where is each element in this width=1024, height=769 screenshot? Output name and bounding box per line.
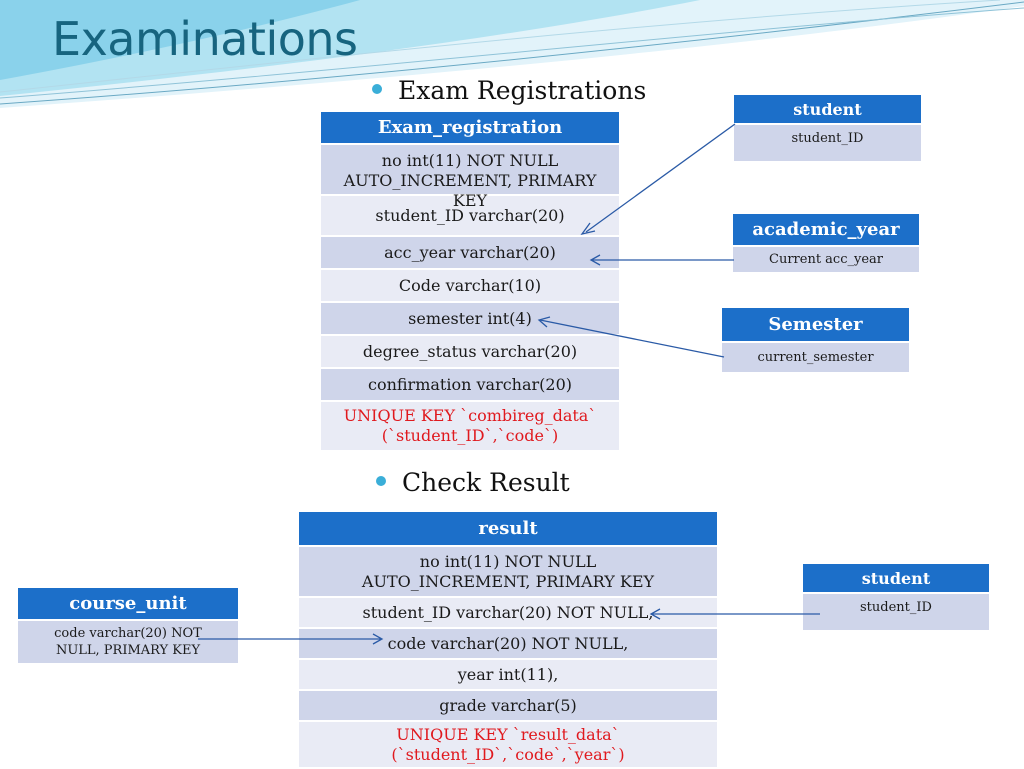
unique-key-row: UNIQUE KEY `result_data` (`student_ID`,`…	[299, 722, 717, 769]
table-row: code varchar(20) NOT NULL,	[299, 629, 717, 660]
bullet-label: Check Result	[402, 468, 570, 497]
result-table: result no int(11) NOT NULL AUTO_INCREMEN…	[299, 512, 717, 769]
table-row: acc_year varchar(20)	[321, 237, 619, 270]
table-header: course_unit	[18, 588, 238, 621]
bullet-label: Exam Registrations	[398, 76, 647, 105]
bullet-dot-icon	[376, 475, 386, 486]
table-header: result	[299, 512, 717, 547]
table-row: student_ID	[803, 594, 989, 632]
table-row: no int(11) NOT NULL AUTO_INCREMENT, PRIM…	[321, 145, 619, 210]
course-unit-table: course_unit code varchar(20) NOT NULL, P…	[18, 588, 238, 665]
table-row: grade varchar(5)	[299, 691, 717, 722]
table-row: Current acc_year	[733, 247, 919, 274]
student-table-bottom: student student_ID	[803, 564, 989, 632]
table-row: semester int(4)	[321, 303, 619, 336]
bullet-check-result: Check Result	[376, 468, 570, 497]
table-header: student	[734, 95, 921, 125]
exam-registration-table: Exam_registration no int(11) NOT NULL AU…	[321, 112, 619, 452]
table-row: degree_status varchar(20)	[321, 336, 619, 369]
page-title: Examinations	[52, 12, 358, 66]
table-row: student_ID	[734, 125, 921, 163]
table-row: student_ID varchar(20)	[321, 196, 619, 237]
student-table-top: student student_ID	[734, 95, 921, 163]
table-row: code varchar(20) NOT NULL, PRIMARY KEY	[18, 621, 238, 665]
bullet-dot-icon	[372, 83, 382, 94]
table-row: no int(11) NOT NULL AUTO_INCREMENT, PRIM…	[299, 547, 717, 598]
table-row: student_ID varchar(20) NOT NULL,	[299, 598, 717, 629]
table-row: year int(11),	[299, 660, 717, 691]
academic-year-table: academic_year Current acc_year	[733, 214, 919, 274]
unique-key-row: UNIQUE KEY `combireg_data` (`student_ID`…	[321, 402, 619, 452]
bullet-exam-registrations: Exam Registrations	[372, 76, 646, 105]
table-header: student	[803, 564, 989, 594]
table-header: Semester	[722, 308, 909, 343]
table-header: Exam_registration	[321, 112, 619, 145]
table-row: current_semester	[722, 343, 909, 374]
semester-table: Semester current_semester	[722, 308, 909, 374]
table-row: confirmation varchar(20)	[321, 369, 619, 402]
table-row: Code varchar(10)	[321, 270, 619, 303]
table-header: academic_year	[733, 214, 919, 247]
decorative-swoosh	[0, 0, 1024, 108]
